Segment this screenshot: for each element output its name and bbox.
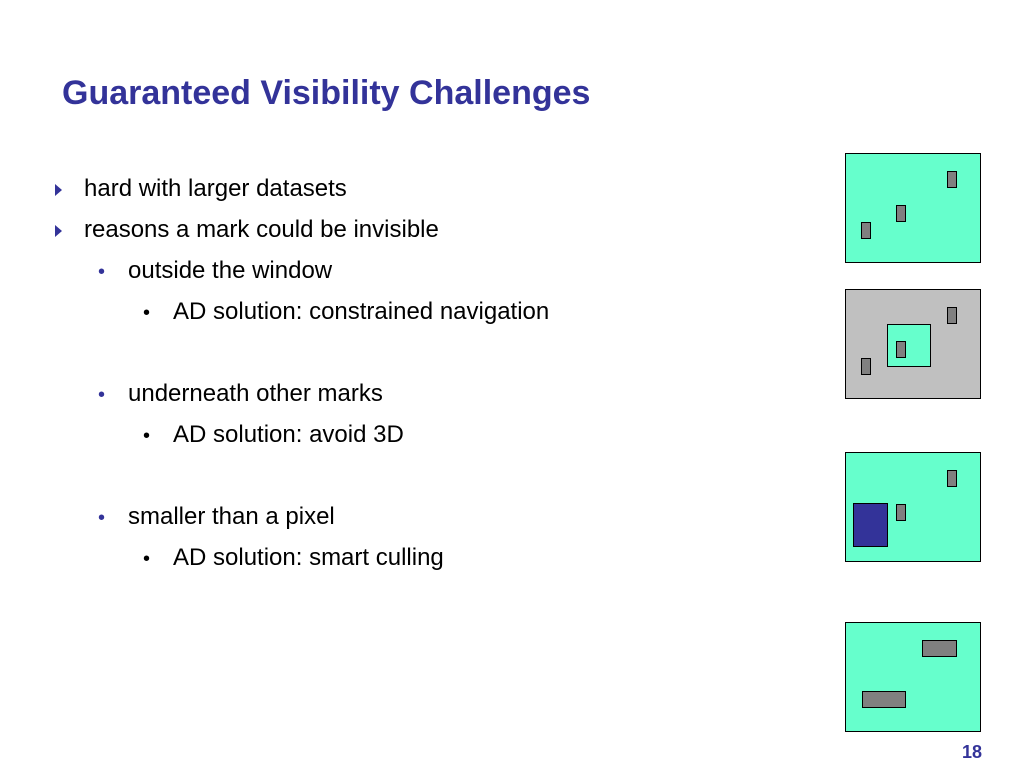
dot-bullet-icon: • (143, 548, 151, 570)
subbullet-item: outside the window (128, 257, 333, 284)
solution-item: AD solution: smart culling (173, 544, 444, 571)
bullet-item: hard with larger datasets (84, 175, 347, 202)
subbullet-item: smaller than a pixel (128, 503, 335, 530)
dot-bullet-icon: • (143, 425, 151, 447)
triangle-bullet-icon (55, 225, 62, 237)
panel-subpixel (845, 622, 981, 732)
mark-icon (947, 171, 957, 188)
dot-bullet-icon: • (98, 261, 106, 283)
mark-icon (861, 358, 871, 375)
subbullet-item: underneath other marks (128, 380, 383, 407)
bullet-item: reasons a mark could be invisible (84, 216, 439, 243)
panel-scattered-marks (845, 153, 981, 263)
mark-icon (922, 640, 957, 657)
mark-icon (947, 307, 957, 324)
viewport-window-icon (887, 324, 931, 367)
dot-bullet-icon: • (98, 384, 106, 406)
page-number: 18 (961, 742, 982, 762)
slide-title: Guaranteed Visibility Challenges (62, 74, 591, 112)
occluding-mark-icon (853, 503, 888, 547)
solution-item: AD solution: constrained navigation (173, 298, 550, 325)
panel-outside-window (845, 289, 981, 399)
dot-bullet-icon: • (98, 507, 106, 529)
mark-icon (862, 691, 906, 708)
mark-icon (947, 470, 957, 487)
mark-icon (896, 341, 906, 358)
mark-icon (896, 205, 906, 222)
solution-item: AD solution: avoid 3D (173, 421, 404, 448)
bullet-list: hard with larger datasets reasons a mark… (55, 175, 550, 571)
dot-bullet-icon: • (143, 302, 151, 324)
mark-icon (861, 222, 871, 239)
panel-occlusion (845, 452, 981, 562)
triangle-bullet-icon (55, 184, 62, 196)
mark-icon (896, 504, 906, 521)
